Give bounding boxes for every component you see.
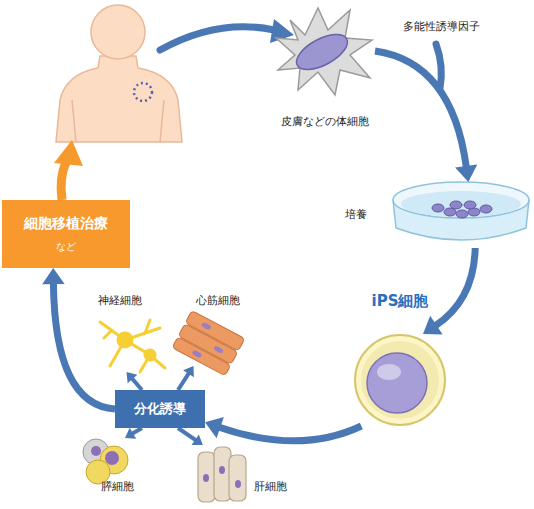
arrow-head: [183, 366, 194, 377]
arrow-line: [132, 428, 142, 434]
arrow-head: [192, 435, 203, 446]
box-note: など: [56, 240, 76, 254]
somatic-cell-node: 皮膚などの体細胞: [275, 5, 375, 97]
flow-connector: [127, 372, 143, 390]
arrow-line: [178, 428, 196, 440]
ips-cell: [355, 335, 445, 425]
arrow-line: [132, 378, 142, 390]
neuron-cell: [100, 320, 165, 372]
arrow-head: [423, 316, 443, 335]
somatic-cell: [276, 8, 372, 95]
arrow-line: [178, 373, 189, 390]
flow-connector: [205, 417, 361, 441]
arrow-head: [125, 428, 136, 439]
cardiac-cell: [172, 310, 245, 375]
arrow-head: [127, 372, 138, 383]
cell-label: 皮膚などの体細胞: [265, 115, 385, 129]
pancreas-node: 膵細胞: [80, 438, 130, 480]
cell-label: iPS細胞: [360, 292, 440, 310]
flow-arrow: [160, 19, 294, 50]
arrow-line: [375, 51, 466, 167]
arrow-head: [455, 165, 477, 182]
flow-connector: [178, 428, 203, 445]
neuron-node: 神経細胞: [95, 315, 165, 372]
ips-cell-node: iPS細胞: [354, 334, 446, 426]
cell-label: 神経細胞: [90, 294, 150, 308]
flow-connector: [178, 366, 194, 390]
liver-node: 肝細胞: [195, 445, 247, 503]
cell-label: 心筋細胞: [188, 294, 248, 308]
culture-node: 培養: [393, 182, 530, 248]
cardiac-node: 心筋細胞: [178, 316, 240, 366]
cell-label: 膵細胞: [87, 480, 147, 494]
box-title: 分化誘導: [134, 400, 186, 418]
flow-connector: [125, 428, 142, 439]
flow-connector: [42, 268, 115, 409]
box-title: 細胞移植治療: [24, 214, 108, 232]
arrow-line: [436, 248, 476, 326]
treatment-arrow: [54, 140, 83, 200]
cell-label: 培養: [331, 208, 381, 222]
liver-cell: [198, 447, 246, 502]
arrow-head: [42, 268, 64, 284]
culture-dish: [393, 182, 529, 240]
process-box: 分化誘導: [115, 390, 205, 428]
arrow-line: [219, 426, 361, 441]
pancreatic-cell: [83, 439, 128, 484]
cell-label: 肝細胞: [248, 480, 292, 494]
arrow-head: [205, 417, 224, 438]
flow-connector: [375, 51, 477, 182]
person-illustration: [56, 5, 182, 142]
factor-label: 多能性誘導因子: [403, 20, 480, 34]
flow-connector: [423, 248, 475, 334]
treatment-box: 細胞移植治療など: [2, 200, 130, 268]
